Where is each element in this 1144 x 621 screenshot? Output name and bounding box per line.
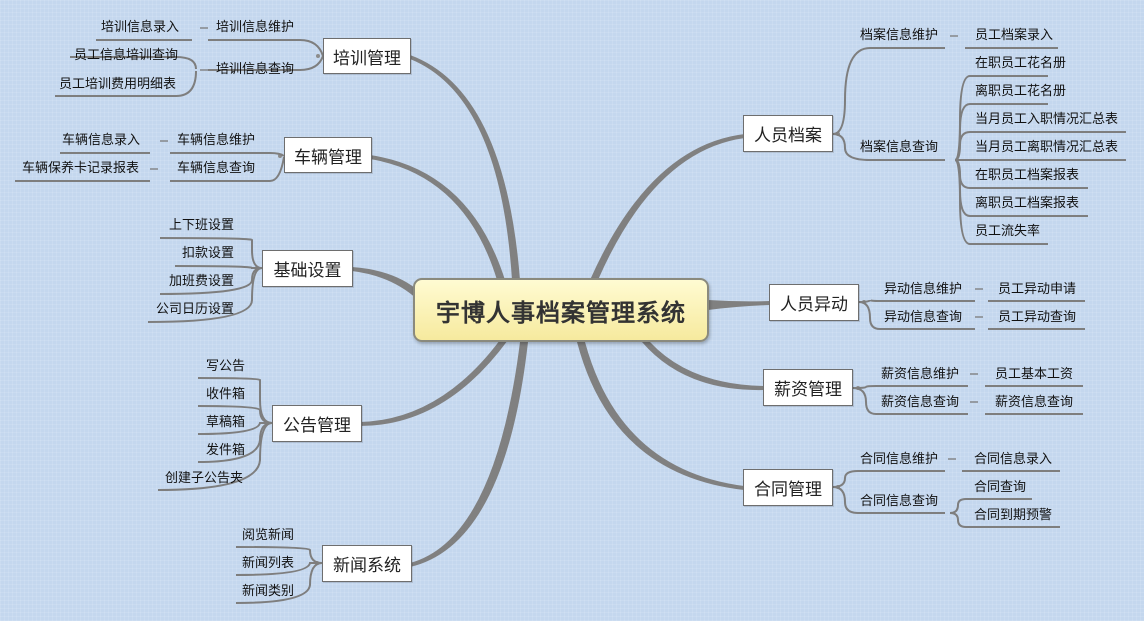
connectors-hetong — [832, 458, 1060, 528]
node-jichu-item[interactable]: 公司日历设置 — [156, 302, 235, 317]
branch-gonggao — [360, 340, 508, 426]
topic-peixun[interactable]: 培训管理 — [323, 38, 411, 74]
connectors-xinzi — [852, 373, 1083, 415]
node-gonggao-item[interactable]: 创建子公告夹 — [165, 471, 244, 486]
branch-peixun — [410, 55, 520, 280]
node-cheliang-query-entry[interactable]: 车辆保养卡记录报表 — [22, 161, 140, 176]
topic-cheliang[interactable]: 车辆管理 — [284, 137, 372, 173]
node-xinwen-item[interactable]: 阅览新闻 — [242, 528, 295, 543]
node-dangan-query-item[interactable]: 员工流失率 — [975, 224, 1041, 239]
node-hetong-query-item[interactable]: 合同到期预警 — [974, 508, 1053, 523]
node-cheliang-maintain-entry[interactable]: 车辆信息录入 — [62, 133, 141, 148]
branch-yidong — [708, 300, 770, 310]
node-xinzi-query[interactable]: 薪资信息查询 — [881, 395, 960, 410]
node-dangan-query-item[interactable]: 离职员工档案报表 — [975, 196, 1080, 211]
node-dangan-maintain[interactable]: 档案信息维护 — [860, 28, 939, 43]
connectors-gonggao — [157, 377, 273, 491]
node-jichu-item[interactable]: 上下班设置 — [169, 218, 235, 233]
node-dangan-query-item[interactable]: 在职员工档案报表 — [975, 168, 1080, 183]
branch-jichu — [352, 267, 420, 300]
node-peixun-query-b[interactable]: 员工培训费用明细表 — [59, 77, 177, 92]
node-peixun-query-a[interactable]: 员工信息培训查询 — [74, 48, 179, 63]
topic-xinzi[interactable]: 薪资管理 — [763, 369, 853, 406]
node-peixun-maintain[interactable]: 培训信息维护 — [216, 20, 295, 35]
connectors-cheliang — [15, 140, 285, 182]
node-dangan-maintain-entry[interactable]: 员工档案录入 — [975, 28, 1054, 43]
node-xinzi-maintain[interactable]: 薪资信息维护 — [881, 367, 960, 382]
node-xinzi-maintain-entry[interactable]: 员工基本工资 — [995, 367, 1074, 382]
connectors-dangan — [832, 35, 1126, 245]
node-yidong-query-entry[interactable]: 员工异动查询 — [998, 310, 1077, 325]
node-gonggao-item[interactable]: 发件箱 — [206, 443, 246, 458]
node-xinwen-item[interactable]: 新闻列表 — [242, 556, 295, 571]
node-jichu-item[interactable]: 加班费设置 — [169, 274, 235, 289]
node-cheliang-query[interactable]: 车辆信息查询 — [177, 161, 256, 176]
branch-dangan — [590, 134, 745, 280]
node-xinwen-item[interactable]: 新闻类别 — [242, 584, 295, 599]
connectors-jichu — [147, 237, 263, 323]
topic-xinwen[interactable]: 新闻系统 — [322, 545, 412, 582]
central-topic[interactable]: 宇博人事档案管理系统 — [413, 278, 709, 342]
connectors-yidong — [858, 288, 1085, 330]
node-dangan-query[interactable]: 档案信息查询 — [860, 140, 939, 155]
topic-hetong[interactable]: 合同管理 — [743, 469, 833, 506]
connectors-peixun — [55, 27, 324, 97]
branch-xinzi — [642, 342, 765, 391]
topic-yidong[interactable]: 人员异动 — [769, 284, 859, 321]
node-yidong-maintain-entry[interactable]: 员工异动申请 — [998, 282, 1077, 297]
node-cheliang-maintain[interactable]: 车辆信息维护 — [177, 133, 256, 148]
node-yidong-maintain[interactable]: 异动信息维护 — [884, 282, 963, 297]
node-hetong-query[interactable]: 合同信息查询 — [860, 494, 939, 509]
node-peixun-query[interactable]: 培训信息查询 — [216, 62, 295, 77]
node-yidong-query[interactable]: 异动信息查询 — [884, 310, 963, 325]
branch-hetong — [577, 342, 744, 490]
node-gonggao-item[interactable]: 收件箱 — [206, 387, 246, 402]
node-hetong-maintain[interactable]: 合同信息维护 — [860, 452, 939, 467]
topic-gonggao[interactable]: 公告管理 — [272, 405, 362, 442]
node-jichu-item[interactable]: 扣款设置 — [182, 246, 235, 261]
node-dangan-query-item[interactable]: 在职员工花名册 — [975, 56, 1067, 71]
connectors-xinwen — [235, 546, 323, 604]
topic-jichu[interactable]: 基础设置 — [262, 250, 353, 287]
node-hetong-query-item[interactable]: 合同查询 — [974, 480, 1027, 495]
node-dangan-query-item[interactable]: 离职员工花名册 — [975, 84, 1067, 99]
node-gonggao-item[interactable]: 草稿箱 — [206, 415, 246, 430]
branch-cheliang — [370, 155, 505, 280]
branch-xinwen — [410, 342, 528, 567]
node-gonggao-item[interactable]: 写公告 — [206, 359, 246, 374]
node-dangan-query-item[interactable]: 当月员工离职情况汇总表 — [975, 140, 1119, 155]
node-peixun-maintain-entry[interactable]: 培训信息录入 — [101, 20, 180, 35]
node-hetong-maintain-entry[interactable]: 合同信息录入 — [974, 452, 1053, 467]
node-xinzi-query-entry[interactable]: 薪资信息查询 — [995, 395, 1074, 410]
topic-dangan[interactable]: 人员档案 — [743, 115, 833, 152]
node-dangan-query-item[interactable]: 当月员工入职情况汇总表 — [975, 112, 1119, 127]
